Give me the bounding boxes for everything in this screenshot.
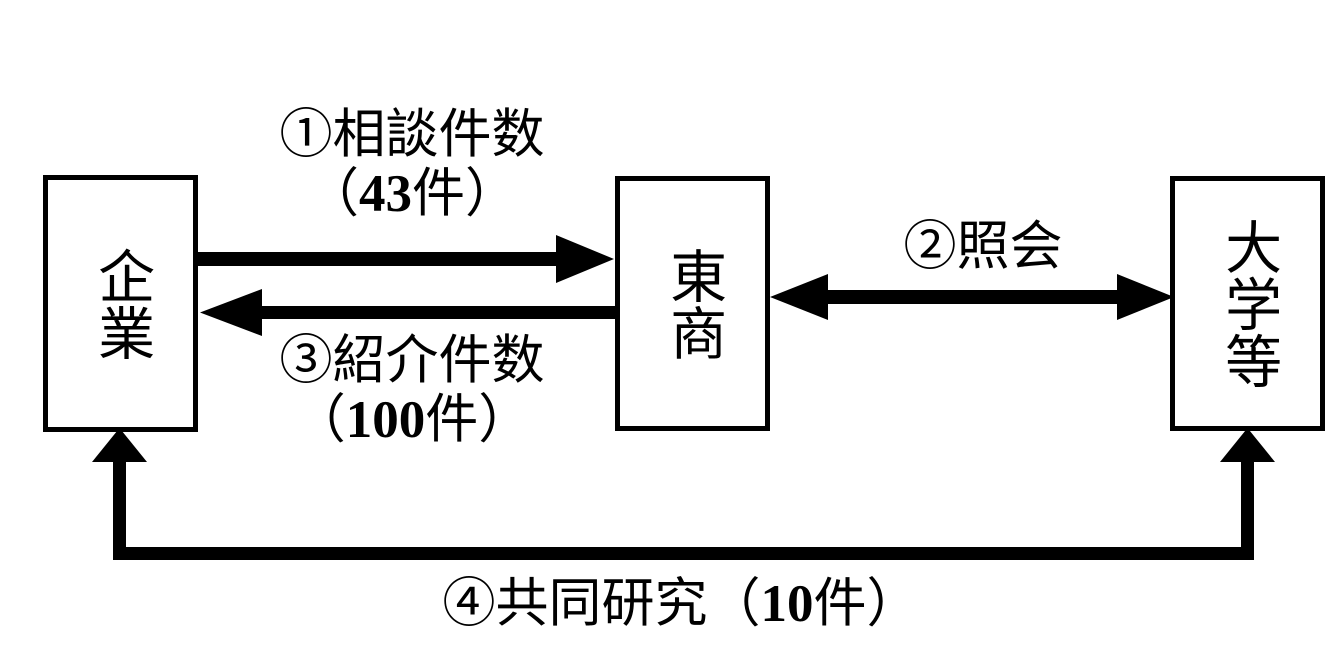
paren-close: ）: [478, 391, 532, 450]
arrow-refer: [200, 289, 617, 336]
edge-label-refer-line1: ③紹介件数: [279, 332, 545, 390]
node-university-label: 大学等: [1216, 218, 1280, 389]
joint-unit: 件: [813, 575, 867, 633]
node-tosho[interactable]: 東商: [615, 176, 770, 431]
refer-unit: 件: [425, 391, 479, 450]
paren-open: （: [292, 391, 346, 450]
edge-label-consult-line2: （43件）: [228, 165, 596, 224]
joint-count: 10: [760, 575, 814, 633]
edge-label-inquiry: ②照会: [860, 218, 1106, 277]
edge-label-inquiry-text: ②照会: [903, 218, 1063, 276]
node-company-label: 企業: [89, 246, 153, 361]
edge-label-joint: ④共同研究（10件）: [398, 575, 964, 634]
edge-label-consult-line1: ①相談件数: [279, 106, 545, 164]
node-university[interactable]: 大学等: [1170, 176, 1325, 431]
node-tosho-label: 東商: [661, 246, 725, 361]
arrow-joint: [92, 428, 1275, 560]
refer-count: 100: [345, 391, 426, 450]
edge-label-consult: ①相談件数 （43件）: [228, 106, 596, 225]
paren-open: （: [707, 575, 761, 633]
arrow-inquiry: [770, 274, 1174, 320]
edge-label-refer-line2: （100件）: [228, 391, 596, 450]
paren-close: ）: [465, 165, 518, 224]
edge-label-joint-text: ④共同研究: [442, 575, 708, 633]
consult-count: 43: [359, 165, 412, 224]
consult-unit: 件: [412, 165, 465, 224]
paren-open: （: [306, 165, 359, 224]
edge-label-refer: ③紹介件数 （100件）: [228, 332, 596, 451]
arrow-consult: [198, 235, 614, 283]
paren-close: ）: [866, 575, 920, 633]
node-company[interactable]: 企業: [43, 175, 198, 432]
